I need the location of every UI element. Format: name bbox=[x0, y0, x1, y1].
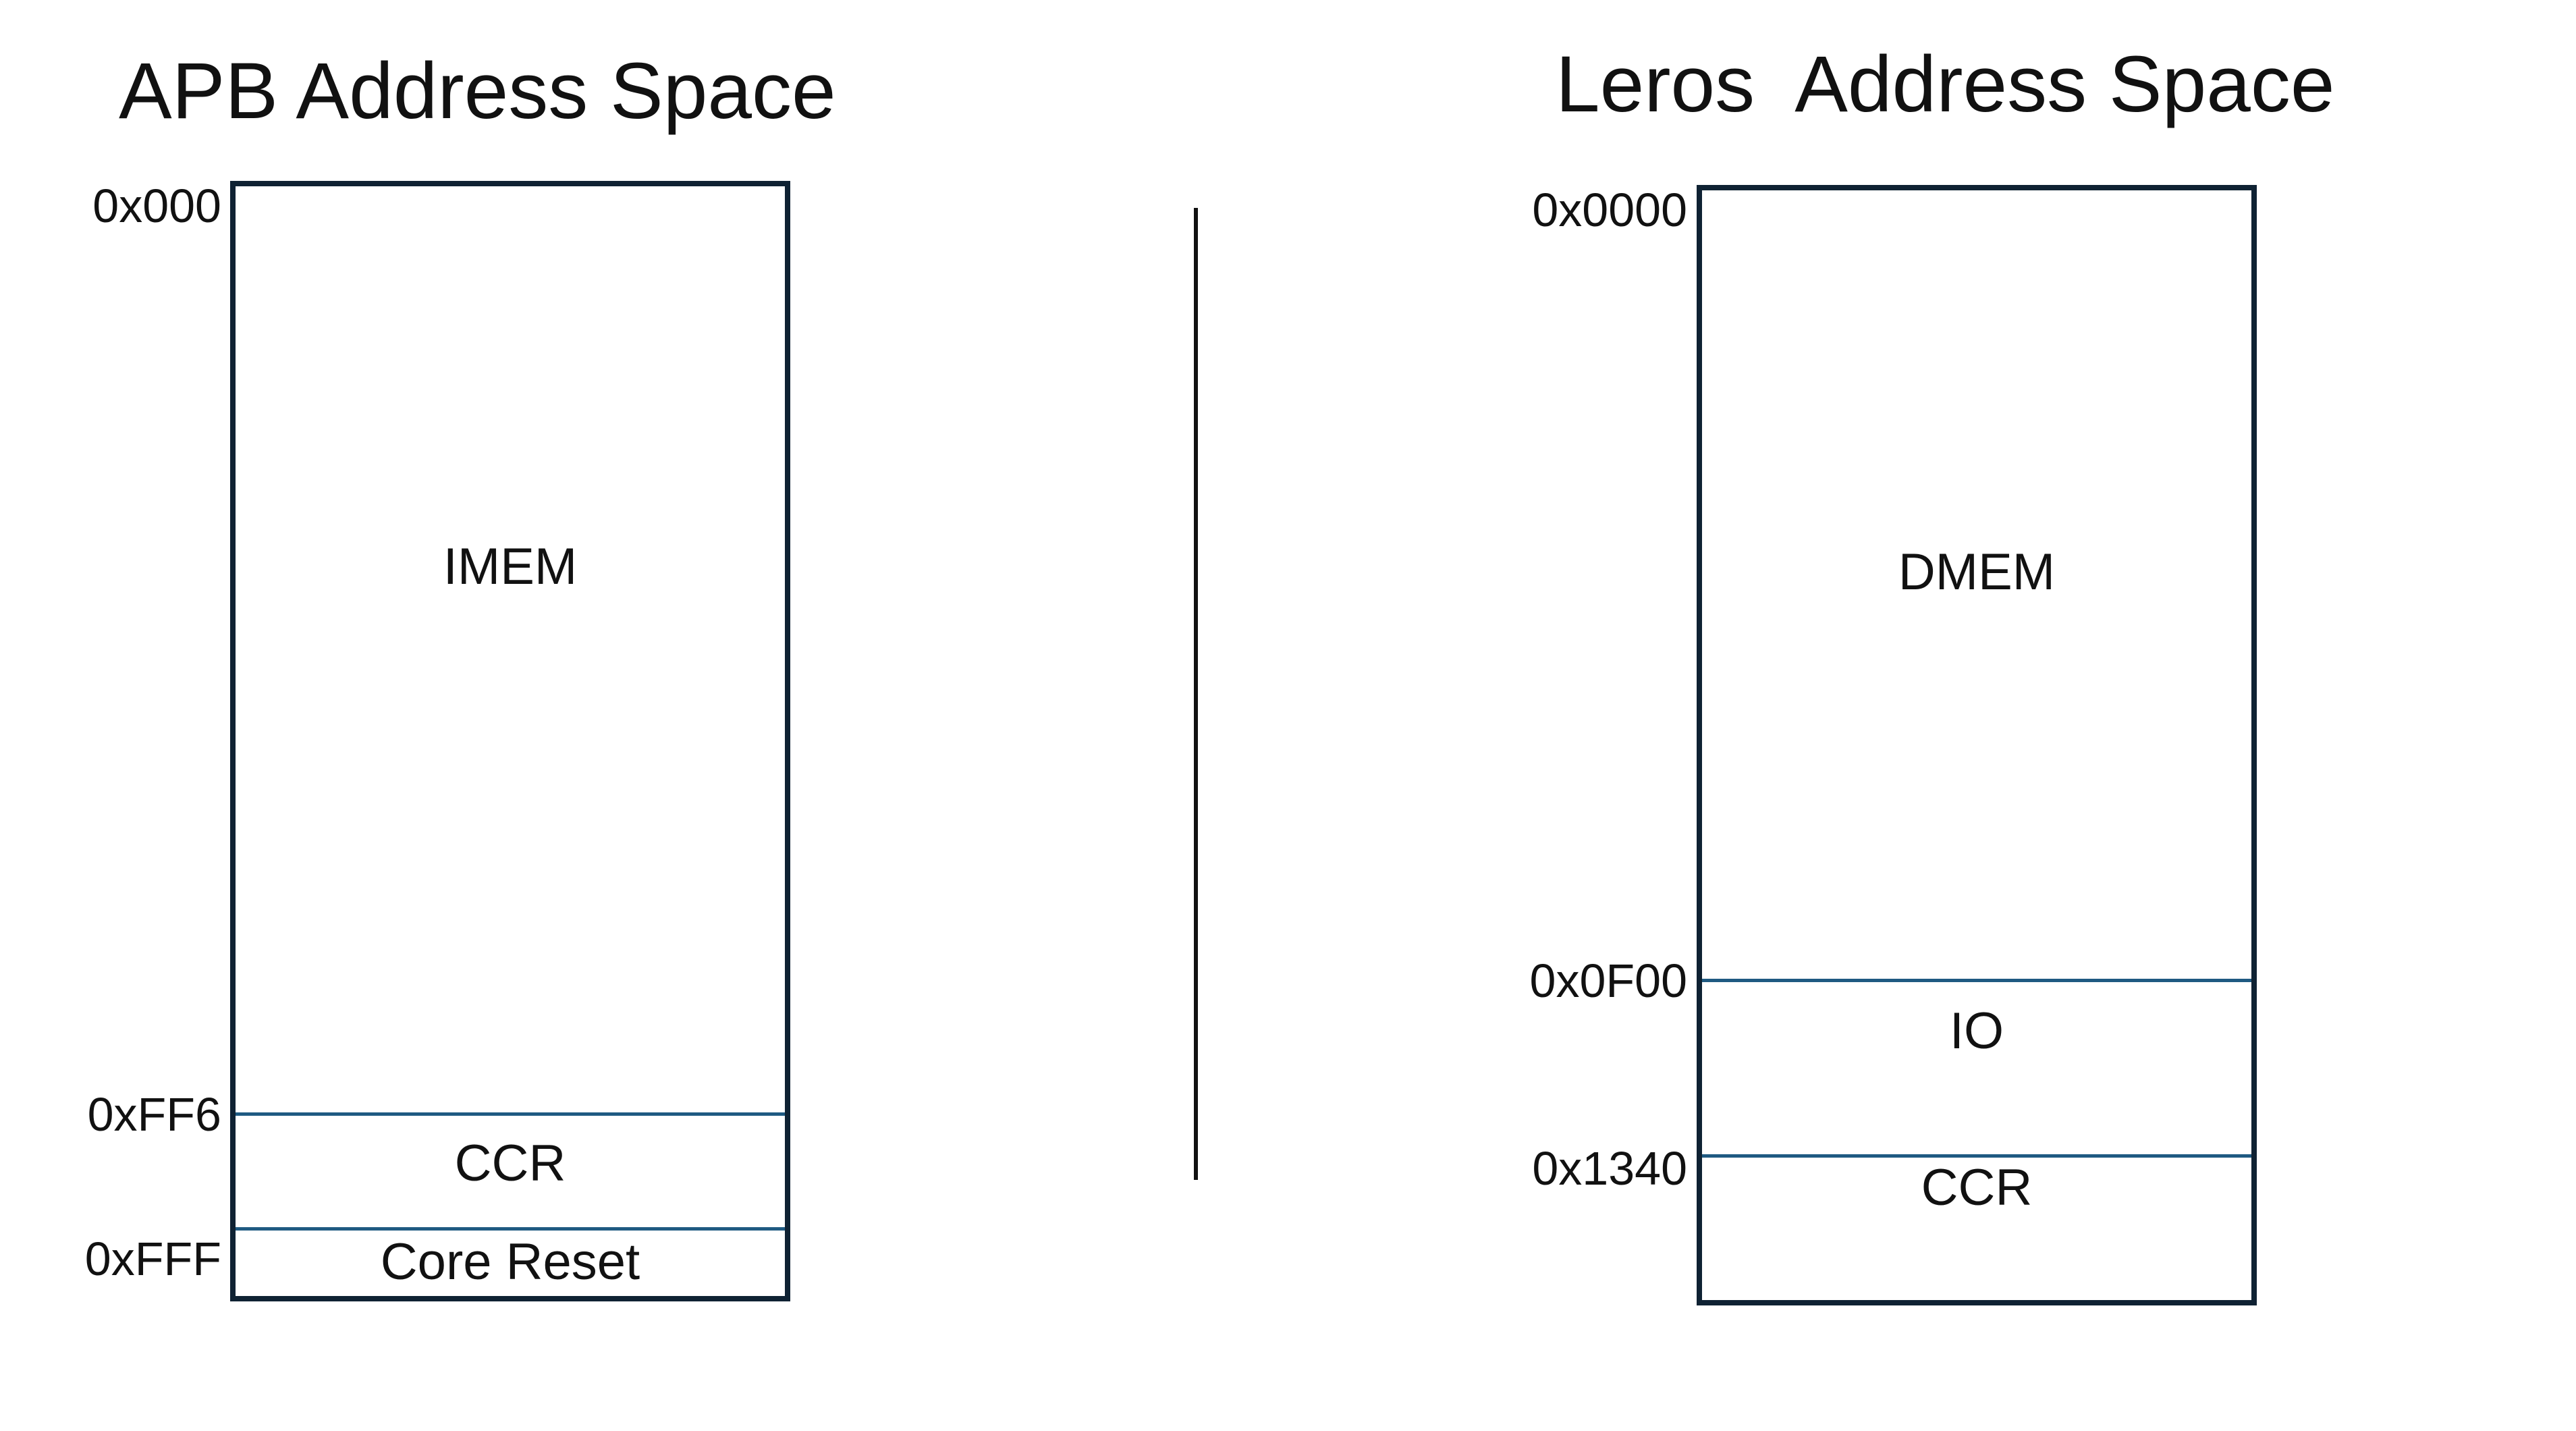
apb-ccr-region-label: CCR bbox=[454, 1135, 566, 1192]
leros-address-io-label: 0x0F00 bbox=[1529, 954, 1687, 1007]
apb-core-reset-region-label: Core Reset bbox=[380, 1233, 640, 1291]
vertical-separator bbox=[1194, 208, 1198, 1180]
leros-ccr-region-label: CCR bbox=[1921, 1159, 2033, 1216]
leros-io-region-label: IO bbox=[1949, 1002, 2004, 1060]
leros-address-space-title: Leros Address Space bbox=[1556, 40, 2335, 129]
leros-ccr-divider bbox=[1702, 1154, 2251, 1158]
apb-address-ccr-label: 0xFF6 bbox=[87, 1088, 221, 1141]
leros-dmem-region-label: DMEM bbox=[1898, 543, 2056, 601]
leros-io-divider bbox=[1702, 979, 2251, 982]
apb-address-space-title: APB Address Space bbox=[119, 47, 836, 136]
apb-imem-region-label: IMEM bbox=[443, 538, 578, 595]
apb-address-core-reset-label: 0xFFF bbox=[84, 1233, 221, 1285]
leros-address-start-label: 0x0000 bbox=[1532, 184, 1687, 236]
leros-memory-map-box bbox=[1697, 185, 2257, 1305]
leros-address-ccr-label: 0x1340 bbox=[1532, 1142, 1687, 1195]
apb-ccr-divider bbox=[236, 1112, 785, 1116]
apb-core-reset-divider bbox=[236, 1227, 785, 1231]
apb-memory-map-box bbox=[230, 181, 790, 1301]
apb-address-start-label: 0x000 bbox=[92, 180, 221, 232]
